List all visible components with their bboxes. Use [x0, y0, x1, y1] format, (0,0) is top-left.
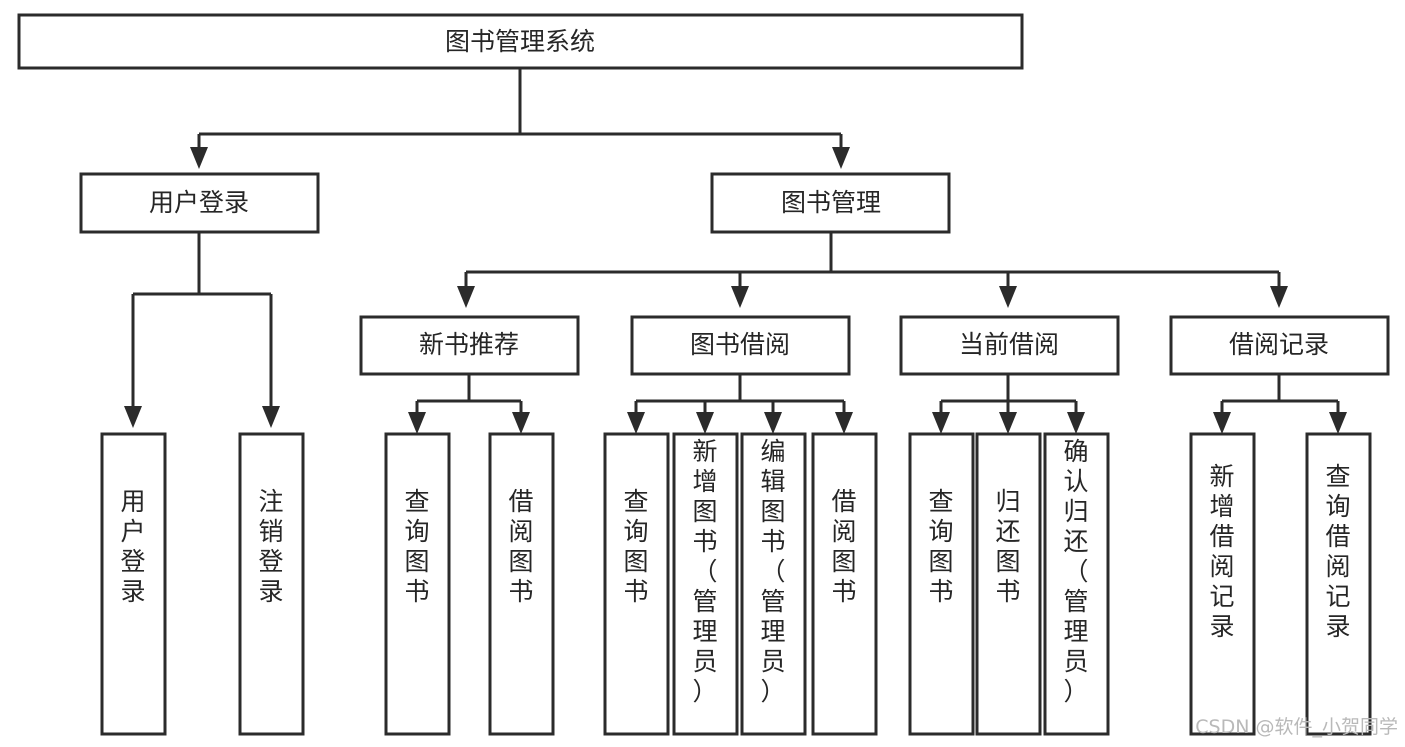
node-user-login[interactable]: 用户登录: [79, 172, 320, 234]
connector-userlogin-to-leaves: [124, 232, 280, 428]
leaf-new-book-borrow-label: 借阅图书: [508, 487, 533, 606]
node-user-login-label: 用户登录: [149, 188, 249, 217]
arrow-down-icon: [262, 406, 280, 428]
connector-currentborrow-to-leaves: [932, 374, 1085, 434]
connector-newbook-to-leaves: [408, 374, 530, 434]
connector-root-to-level2: [190, 68, 850, 169]
arrow-down-icon: [999, 286, 1017, 308]
leaf-current-borrow-query-label: 查询图书: [928, 487, 953, 606]
node-book-management[interactable]: 图书管理: [710, 172, 951, 234]
arrow-down-icon: [1329, 412, 1347, 434]
node-new-book-recommend-label: 新书推荐: [419, 330, 519, 359]
arrow-down-icon: [932, 412, 950, 434]
node-book-borrow-label: 图书借阅: [690, 330, 790, 359]
leaf-book-borrow-edit-label: 编辑图书（管理员）: [760, 437, 785, 706]
leaf-book-borrow-query[interactable]: 查询图书: [603, 432, 670, 736]
node-current-borrow-label: 当前借阅: [959, 330, 1059, 359]
leaf-new-book-query[interactable]: 查询图书: [384, 432, 451, 736]
arrow-down-icon: [627, 412, 645, 434]
leaf-book-borrow-add-label: 新增图书（管理员）: [692, 437, 717, 706]
node-current-borrow[interactable]: 当前借阅: [899, 315, 1120, 376]
leaf-borrow-record-add-label: 新增借阅记录: [1209, 462, 1234, 641]
node-book-management-label: 图书管理: [781, 188, 881, 217]
leaf-current-borrow-confirm-label: 确认归还（管理员）: [1063, 437, 1088, 706]
arrow-down-icon: [1270, 286, 1288, 308]
arrow-down-icon: [696, 412, 714, 434]
arrow-down-icon: [999, 412, 1017, 434]
csdn-watermark: CSDN @软件_小贺同学: [1195, 716, 1398, 738]
arrow-down-icon: [1067, 412, 1085, 434]
node-root-label: 图书管理系统: [445, 27, 595, 56]
leaf-user-login-login[interactable]: 用户登录: [100, 432, 167, 736]
node-book-borrow[interactable]: 图书借阅: [630, 315, 851, 376]
arrow-down-icon: [1213, 412, 1231, 434]
leaf-user-login-logout-label: 注销登录: [258, 487, 283, 606]
leaf-user-login-logout[interactable]: 注销登录: [238, 432, 305, 736]
leaf-new-book-query-label: 查询图书: [404, 487, 429, 606]
leaf-book-borrow-add[interactable]: 新增图书（管理员）: [672, 432, 739, 736]
leaf-book-borrow-borrow-label: 借阅图书: [831, 487, 856, 606]
node-borrow-record-label: 借阅记录: [1229, 330, 1329, 359]
connector-bookborrow-to-leaves: [627, 374, 853, 434]
arrow-down-icon: [832, 147, 850, 169]
arrow-down-icon: [512, 412, 530, 434]
connector-borrowrecord-to-leaves: [1213, 374, 1347, 434]
leaf-borrow-record-add[interactable]: 新增借阅记录: [1189, 432, 1256, 736]
node-borrow-record[interactable]: 借阅记录: [1169, 315, 1390, 376]
leaf-borrow-record-query[interactable]: 查询借阅记录: [1305, 432, 1372, 736]
leaf-borrow-record-query-label: 查询借阅记录: [1325, 462, 1350, 641]
leaf-current-borrow-return[interactable]: 归还图书: [975, 432, 1042, 736]
arrow-down-icon: [764, 412, 782, 434]
arrow-down-icon: [124, 406, 142, 428]
leaf-book-borrow-edit[interactable]: 编辑图书（管理员）: [740, 432, 807, 736]
leaf-current-borrow-return-label: 归还图书: [995, 487, 1020, 606]
node-new-book-recommend[interactable]: 新书推荐: [359, 315, 580, 376]
leaf-new-book-borrow[interactable]: 借阅图书: [488, 432, 555, 736]
leaf-book-borrow-borrow[interactable]: 借阅图书: [811, 432, 878, 736]
leaf-book-borrow-query-label: 查询图书: [623, 487, 648, 606]
arrow-down-icon: [731, 286, 749, 308]
arrow-down-icon: [457, 286, 475, 308]
node-root-book-management-system[interactable]: 图书管理系统: [17, 13, 1024, 70]
connector-bookmgmt-to-level3: [457, 232, 1288, 308]
arrow-down-icon: [190, 147, 208, 169]
leaf-current-borrow-query[interactable]: 查询图书: [908, 432, 975, 736]
arrow-down-icon: [835, 412, 853, 434]
arrow-down-icon: [408, 412, 426, 434]
leaf-current-borrow-confirm[interactable]: 确认归还（管理员）: [1043, 432, 1110, 736]
leaf-user-login-login-label: 用户登录: [120, 487, 145, 606]
